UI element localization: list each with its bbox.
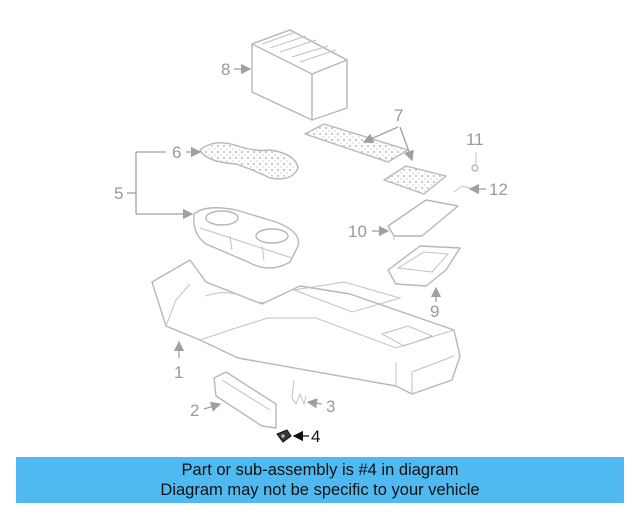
part-2-side-panel xyxy=(213,371,277,429)
part-10-lid xyxy=(387,199,459,240)
callout-3: 3 xyxy=(326,397,335,416)
callout-8: 8 xyxy=(221,60,230,79)
callout-9: 9 xyxy=(430,302,439,321)
callout-2: 2 xyxy=(190,401,199,420)
callout-4: 4 xyxy=(311,427,320,446)
callout-12: 12 xyxy=(489,180,508,199)
callout-7: 7 xyxy=(394,106,403,125)
part-8-storage-box xyxy=(251,29,348,121)
parts-diagram: 8 7 11 12 6 5 10 xyxy=(114,29,508,446)
part-4-fastener-highlighted xyxy=(276,429,292,443)
part-6-cupholder-insert xyxy=(199,142,299,180)
banner-line-1: Part or sub-assembly is #4 in diagram xyxy=(181,461,459,479)
callout-1: 1 xyxy=(174,363,183,382)
part-11-clip xyxy=(471,152,479,172)
part-9-tray xyxy=(387,245,461,287)
part-3-wire-clip xyxy=(291,379,307,406)
part-1-center-console xyxy=(151,259,461,395)
leader-2 xyxy=(203,401,222,412)
callout-11: 11 xyxy=(466,130,484,149)
callout-5: 5 xyxy=(114,184,123,203)
leader-3 xyxy=(306,398,323,409)
part-5-cupholder-assembly xyxy=(193,207,300,269)
callout-6: 6 xyxy=(172,143,181,162)
banner-line-2: Diagram may not be specific to your vehi… xyxy=(160,481,480,499)
leader-7b xyxy=(399,126,414,162)
callout-10: 10 xyxy=(348,222,367,241)
info-banner: Part or sub-assembly is #4 in diagram Di… xyxy=(16,457,624,503)
part-7-mats xyxy=(304,123,447,195)
leader-7a xyxy=(362,126,399,144)
part-12-clip xyxy=(453,185,471,193)
